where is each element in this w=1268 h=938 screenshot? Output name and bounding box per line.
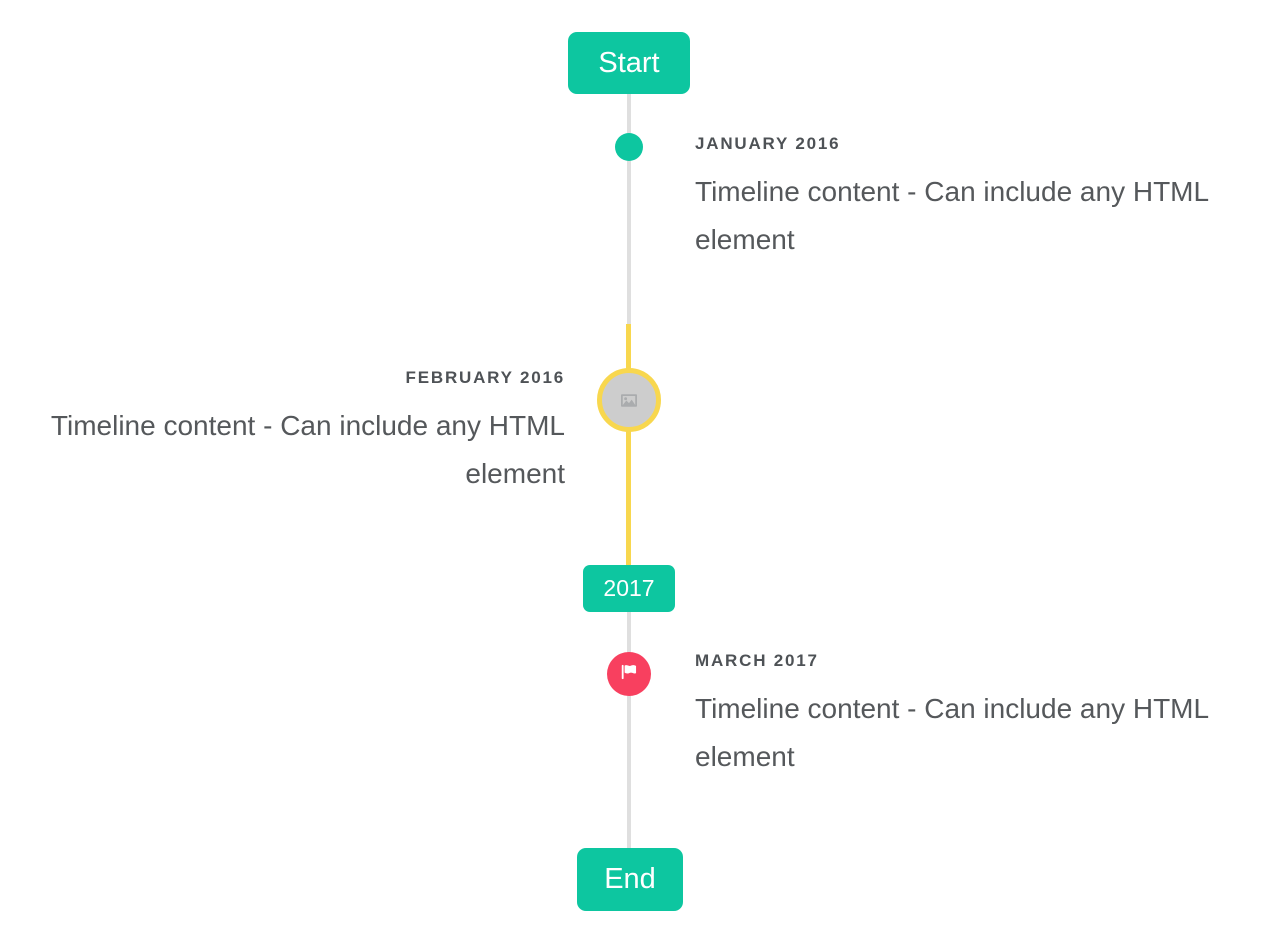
item-content: Timeline content - Can include any HTML … <box>50 410 565 489</box>
marker-march-flag-circle[interactable] <box>607 652 651 696</box>
month-label: JANUARY 2016 <box>695 134 841 153</box>
timeline-line-highlighted-segment <box>626 324 631 565</box>
timeline-item-january-2016: JANUARY 2016 Timeline content - Can incl… <box>695 133 1225 264</box>
end-badge: End <box>577 848 683 911</box>
timeline-line-lower <box>627 612 631 848</box>
broken-image-icon <box>621 393 637 407</box>
start-badge: Start <box>568 32 690 94</box>
item-content: Timeline content - Can include any HTML … <box>695 176 1209 255</box>
marker-january-dot[interactable] <box>615 133 643 161</box>
marker-february-image-circle[interactable] <box>597 368 661 432</box>
timeline-item-february-2016: FEBRUARY 2016 Timeline content - Can inc… <box>35 367 565 498</box>
timeline-line-upper <box>627 94 631 324</box>
timeline-item-march-2017: MARCH 2017 Timeline content - Can includ… <box>695 650 1225 781</box>
year-2017-badge: 2017 <box>583 565 675 612</box>
item-content: Timeline content - Can include any HTML … <box>695 693 1209 772</box>
month-label: FEBRUARY 2016 <box>405 368 565 387</box>
flag-icon <box>618 661 640 688</box>
month-label: MARCH 2017 <box>695 651 819 670</box>
